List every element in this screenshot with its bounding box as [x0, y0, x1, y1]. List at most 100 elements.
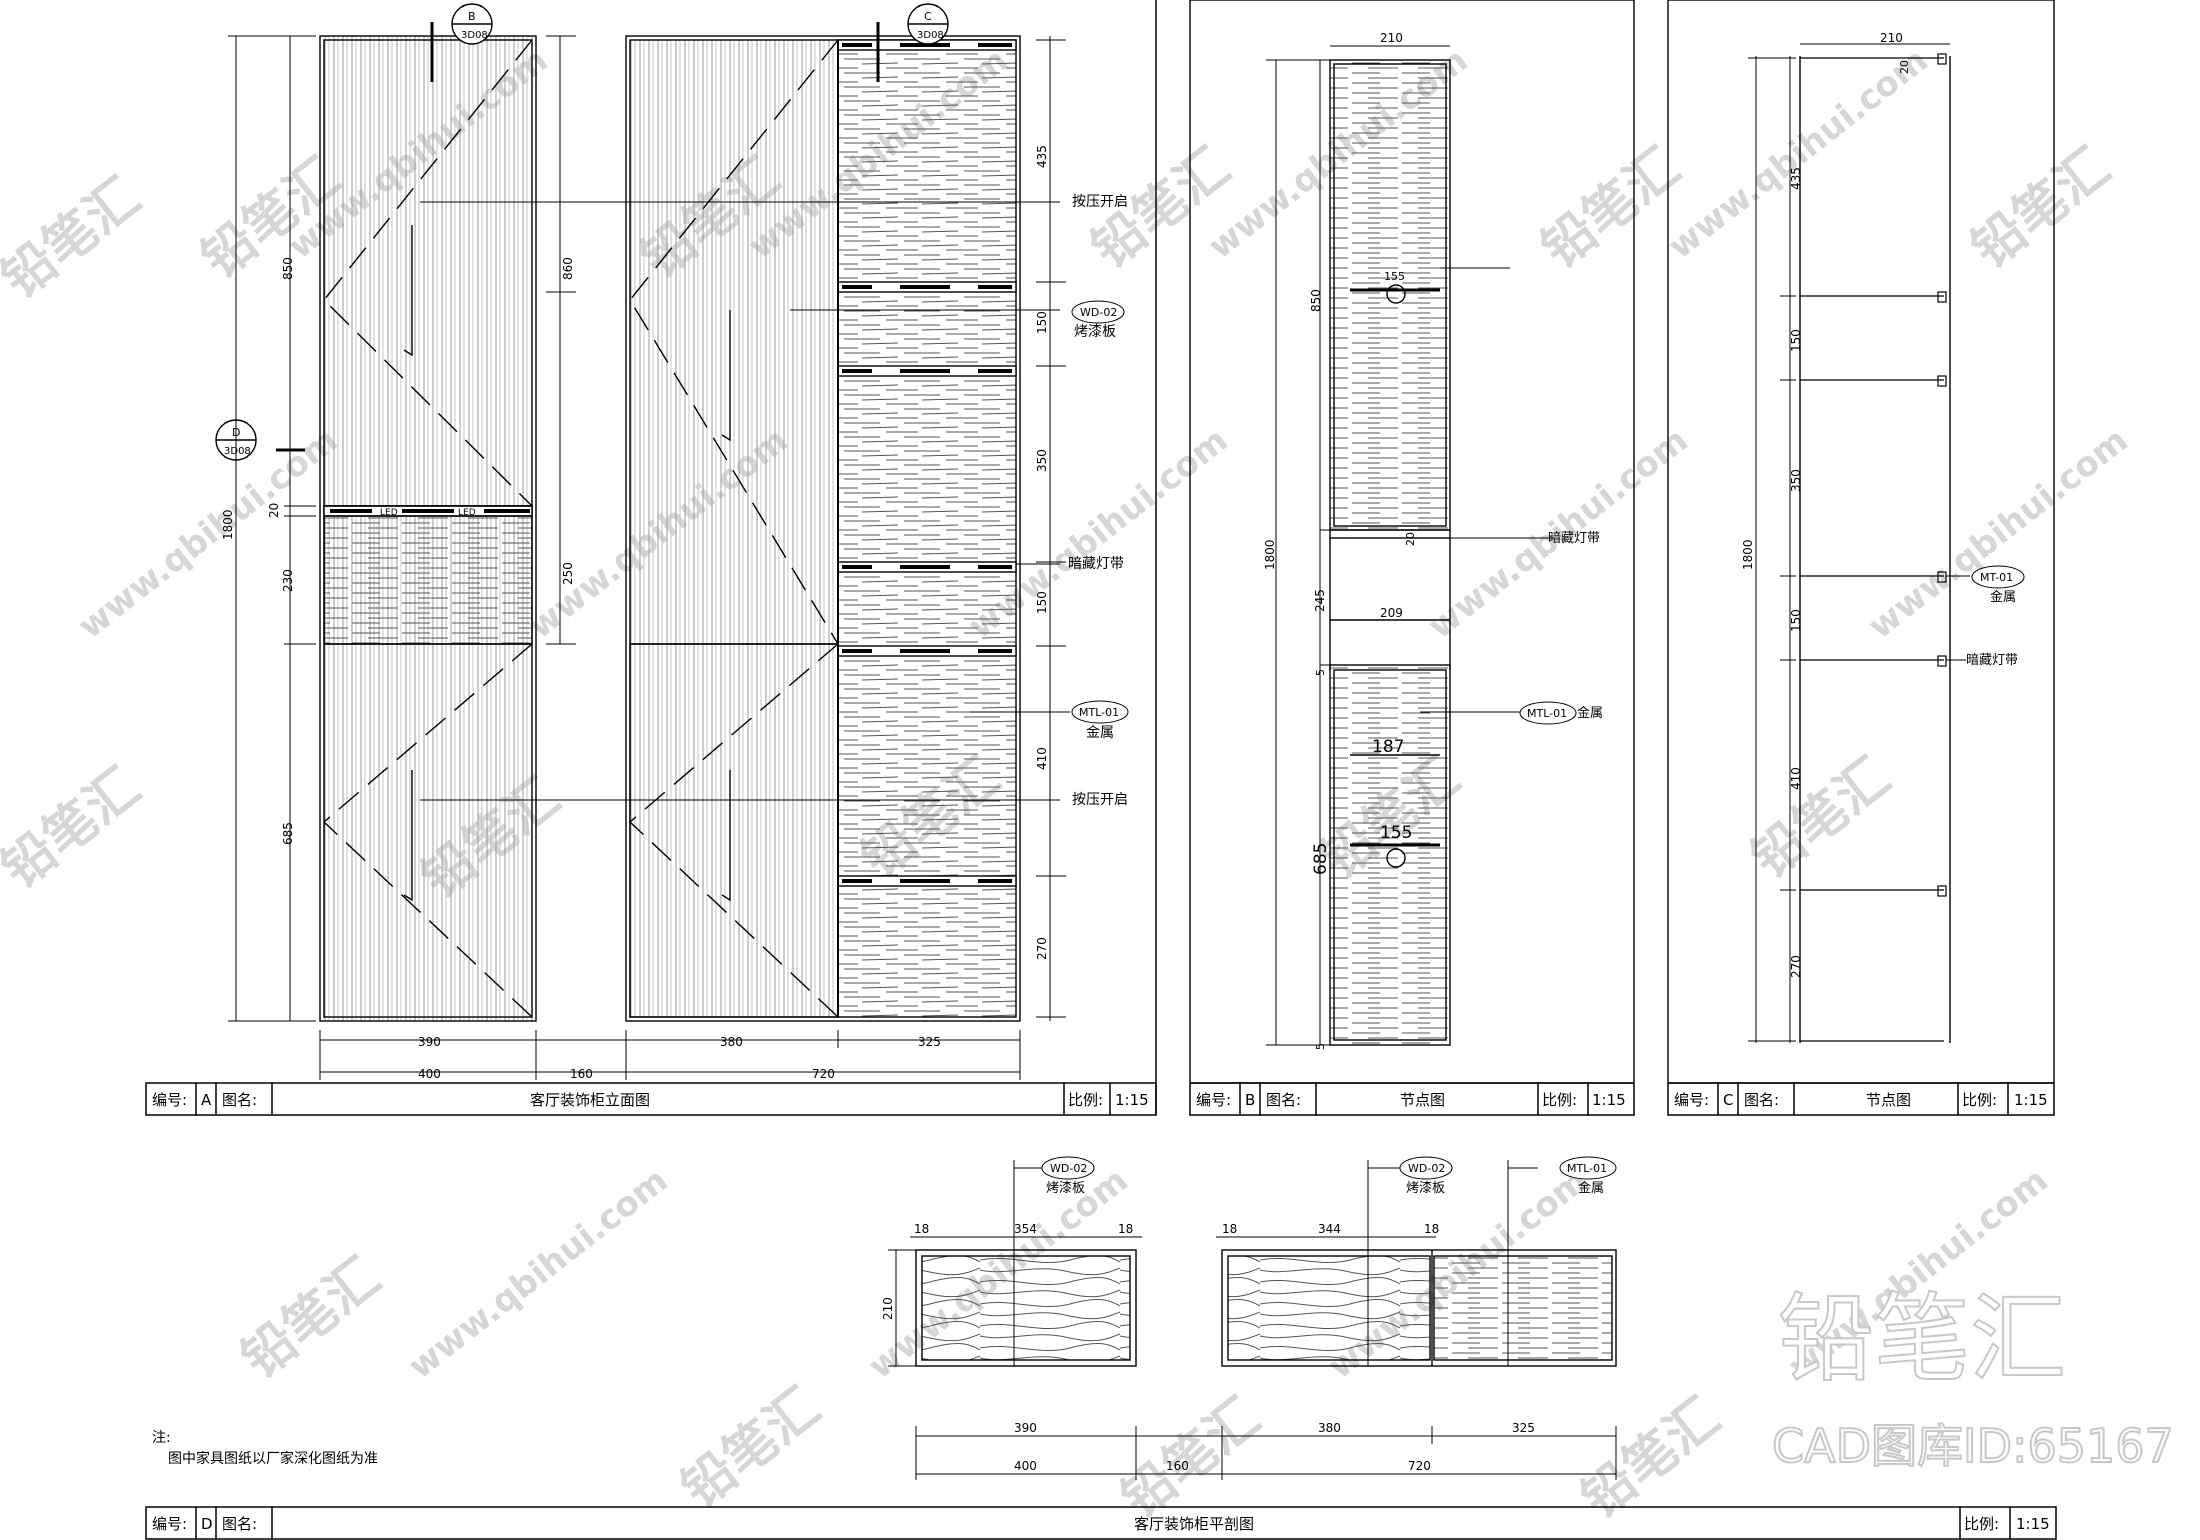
dim-b-155a: 155	[1384, 270, 1405, 283]
tag-wd02	[1071, 300, 1125, 324]
title-d-drawing-name: 客厅装饰柜平剖图	[1134, 1515, 1254, 1533]
dim-d-18a: 18	[914, 1222, 929, 1236]
title-b-drawing-name: 节点图	[1400, 1091, 1445, 1109]
dim-width-390: 390	[418, 1035, 441, 1049]
title-d-code: D	[201, 1515, 213, 1533]
title-b-code: B	[1245, 1091, 1255, 1109]
dim-d-160: 160	[1166, 1459, 1189, 1473]
title-c-drawing-name: 节点图	[1866, 1091, 1911, 1109]
dim-shelf-150a: 150	[1035, 311, 1049, 334]
label-press-open: 按压开启	[1072, 194, 1128, 210]
dim-b-20: 20	[1404, 532, 1417, 546]
watermark-brand: 铅笔汇	[1111, 1387, 1271, 1530]
title-d-scale: 1:15	[2016, 1515, 2050, 1533]
tag-c-mt01-code: MT-01	[1980, 571, 2013, 584]
dimension-lines-bottom	[319, 1030, 1021, 1080]
tag-d-mtl01	[1559, 1156, 1617, 1180]
dim-c-150b: 150	[1789, 609, 1803, 632]
dim-d-380: 380	[1318, 1421, 1341, 1435]
label-metal: 金属	[1086, 725, 1114, 741]
dim-b-850: 850	[1309, 289, 1323, 312]
tag-d-mtl01-code: MTL-01	[1567, 1162, 1607, 1175]
callout-c-sheet: 3D08	[917, 30, 944, 41]
title-c-scale-label: 比例:	[1962, 1091, 1997, 1109]
title-drawing-name: 客厅装饰柜立面图	[530, 1091, 650, 1109]
label-c-metal: 金属	[1990, 589, 2016, 605]
callout-b-sheet: 3D08	[461, 30, 488, 41]
label-d-paint-board-b: 烤漆板	[1406, 1180, 1445, 1196]
dim-b-height: 1800	[1263, 539, 1277, 570]
tag-mtl01-code: MTL-01	[1079, 706, 1119, 719]
panel-d-title-frame	[145, 1506, 2057, 1540]
dim-lower-door: 685	[281, 822, 295, 845]
tag-d-wd02-code: WD-02	[1050, 1162, 1087, 1175]
title-name-label: 图名:	[222, 1091, 257, 1109]
dim-b-155b: 155	[1380, 823, 1412, 843]
tag-b-mtl01-code: MTL-01	[1527, 707, 1567, 720]
watermark-brand: 铅笔汇	[1961, 137, 2121, 280]
label-b-metal: 金属	[1577, 705, 1603, 721]
node-view-c: 210 20 1800 435 150 350 150 410 270 MT-0…	[1667, 0, 2055, 1084]
dim-d-354: 354	[1014, 1222, 1037, 1236]
title-c-code: C	[1723, 1091, 1733, 1109]
dim-b-685: 685	[1311, 843, 1331, 875]
open-shelf-section	[837, 39, 1017, 1018]
title-d-scale-label: 比例:	[1964, 1515, 1999, 1533]
right-cabinet-outline	[625, 35, 1021, 1022]
watermark-brand: 铅笔汇	[1531, 137, 1691, 280]
watermark-brand: 铅笔汇	[671, 1377, 831, 1520]
door-swing-lower-right	[628, 643, 839, 1018]
shelf-profiles	[1800, 53, 1947, 1042]
dim-shelf-350: 350	[1035, 449, 1049, 472]
dim-width-720: 720	[812, 1067, 835, 1081]
title-c-scale: 1:15	[2014, 1091, 2048, 1109]
handle-right-lower	[721, 770, 731, 902]
left-cabinet-plan	[915, 1249, 1137, 1367]
dim-niche: 230	[281, 569, 295, 592]
dim-c-410: 410	[1789, 767, 1803, 790]
upper-cabinet-section	[1329, 59, 1451, 531]
dim-d-18b: 18	[1118, 1222, 1133, 1236]
dim-d-720: 720	[1408, 1459, 1431, 1473]
watermark-brand: 铅笔汇	[1741, 747, 1901, 890]
note-text: 图中家具图纸以厂家深化图纸为准	[168, 1450, 378, 1467]
tag-d-wd02b-code: WD-02	[1408, 1162, 1445, 1175]
watermark-site: www.qbihui.com	[71, 420, 346, 647]
left-open-niche	[323, 505, 533, 645]
title-b-code-label: 编号:	[1196, 1091, 1231, 1109]
dim-c-150a: 150	[1789, 329, 1803, 352]
title-c-code-label: 编号:	[1674, 1091, 1709, 1109]
dim-upper-door: 850	[281, 257, 295, 280]
brand-logo-watermark: 铅笔汇	[1778, 1283, 2066, 1395]
dimension-lines-right	[1036, 36, 1066, 1021]
tag-d-wd02b	[1399, 1156, 1453, 1180]
watermark-brand: 铅笔汇	[1571, 1387, 1731, 1530]
led-label: LED	[458, 508, 476, 518]
label-b-hidden-light: 暗藏灯带	[1548, 531, 1600, 546]
tag-d-wd02	[1041, 1156, 1095, 1180]
dim-d-325: 325	[1512, 1421, 1535, 1435]
dim-width-380: 380	[720, 1035, 743, 1049]
dim-total-height: 1800	[221, 509, 235, 540]
label-press-open: 按压开启	[1072, 792, 1128, 808]
note-title: 注:	[152, 1430, 171, 1446]
watermark-brand: 铅笔汇	[231, 1247, 391, 1390]
dim-shelf-410: 410	[1035, 747, 1049, 770]
label-paint-board: 烤漆板	[1074, 324, 1116, 340]
dim-d-210: 210	[881, 1297, 895, 1320]
label-d-metal: 金属	[1578, 1180, 1604, 1196]
watermark-brand: 铅笔汇	[0, 757, 151, 900]
dim-c-270: 270	[1789, 955, 1803, 978]
dimension-lines-left	[228, 35, 576, 1022]
door-swing-lower	[322, 643, 533, 1018]
elevation-view: LED LED B 3D08 D 3D08	[215, 3, 1129, 1081]
right-cabinet-plan	[1221, 1249, 1617, 1367]
title-scale: 1:15	[1115, 1091, 1149, 1109]
tag-b-mtl01	[1519, 701, 1577, 725]
dim-b-width: 210	[1380, 31, 1403, 45]
node-view-b: 210 1800 850 155 20 245 209 5 187 685 15…	[1189, 0, 1635, 1084]
dim-shelf-270: 270	[1035, 937, 1049, 960]
panel-c-title-frame	[1667, 1082, 2055, 1116]
label-d-paint-board: 烤漆板	[1046, 1180, 1085, 1196]
